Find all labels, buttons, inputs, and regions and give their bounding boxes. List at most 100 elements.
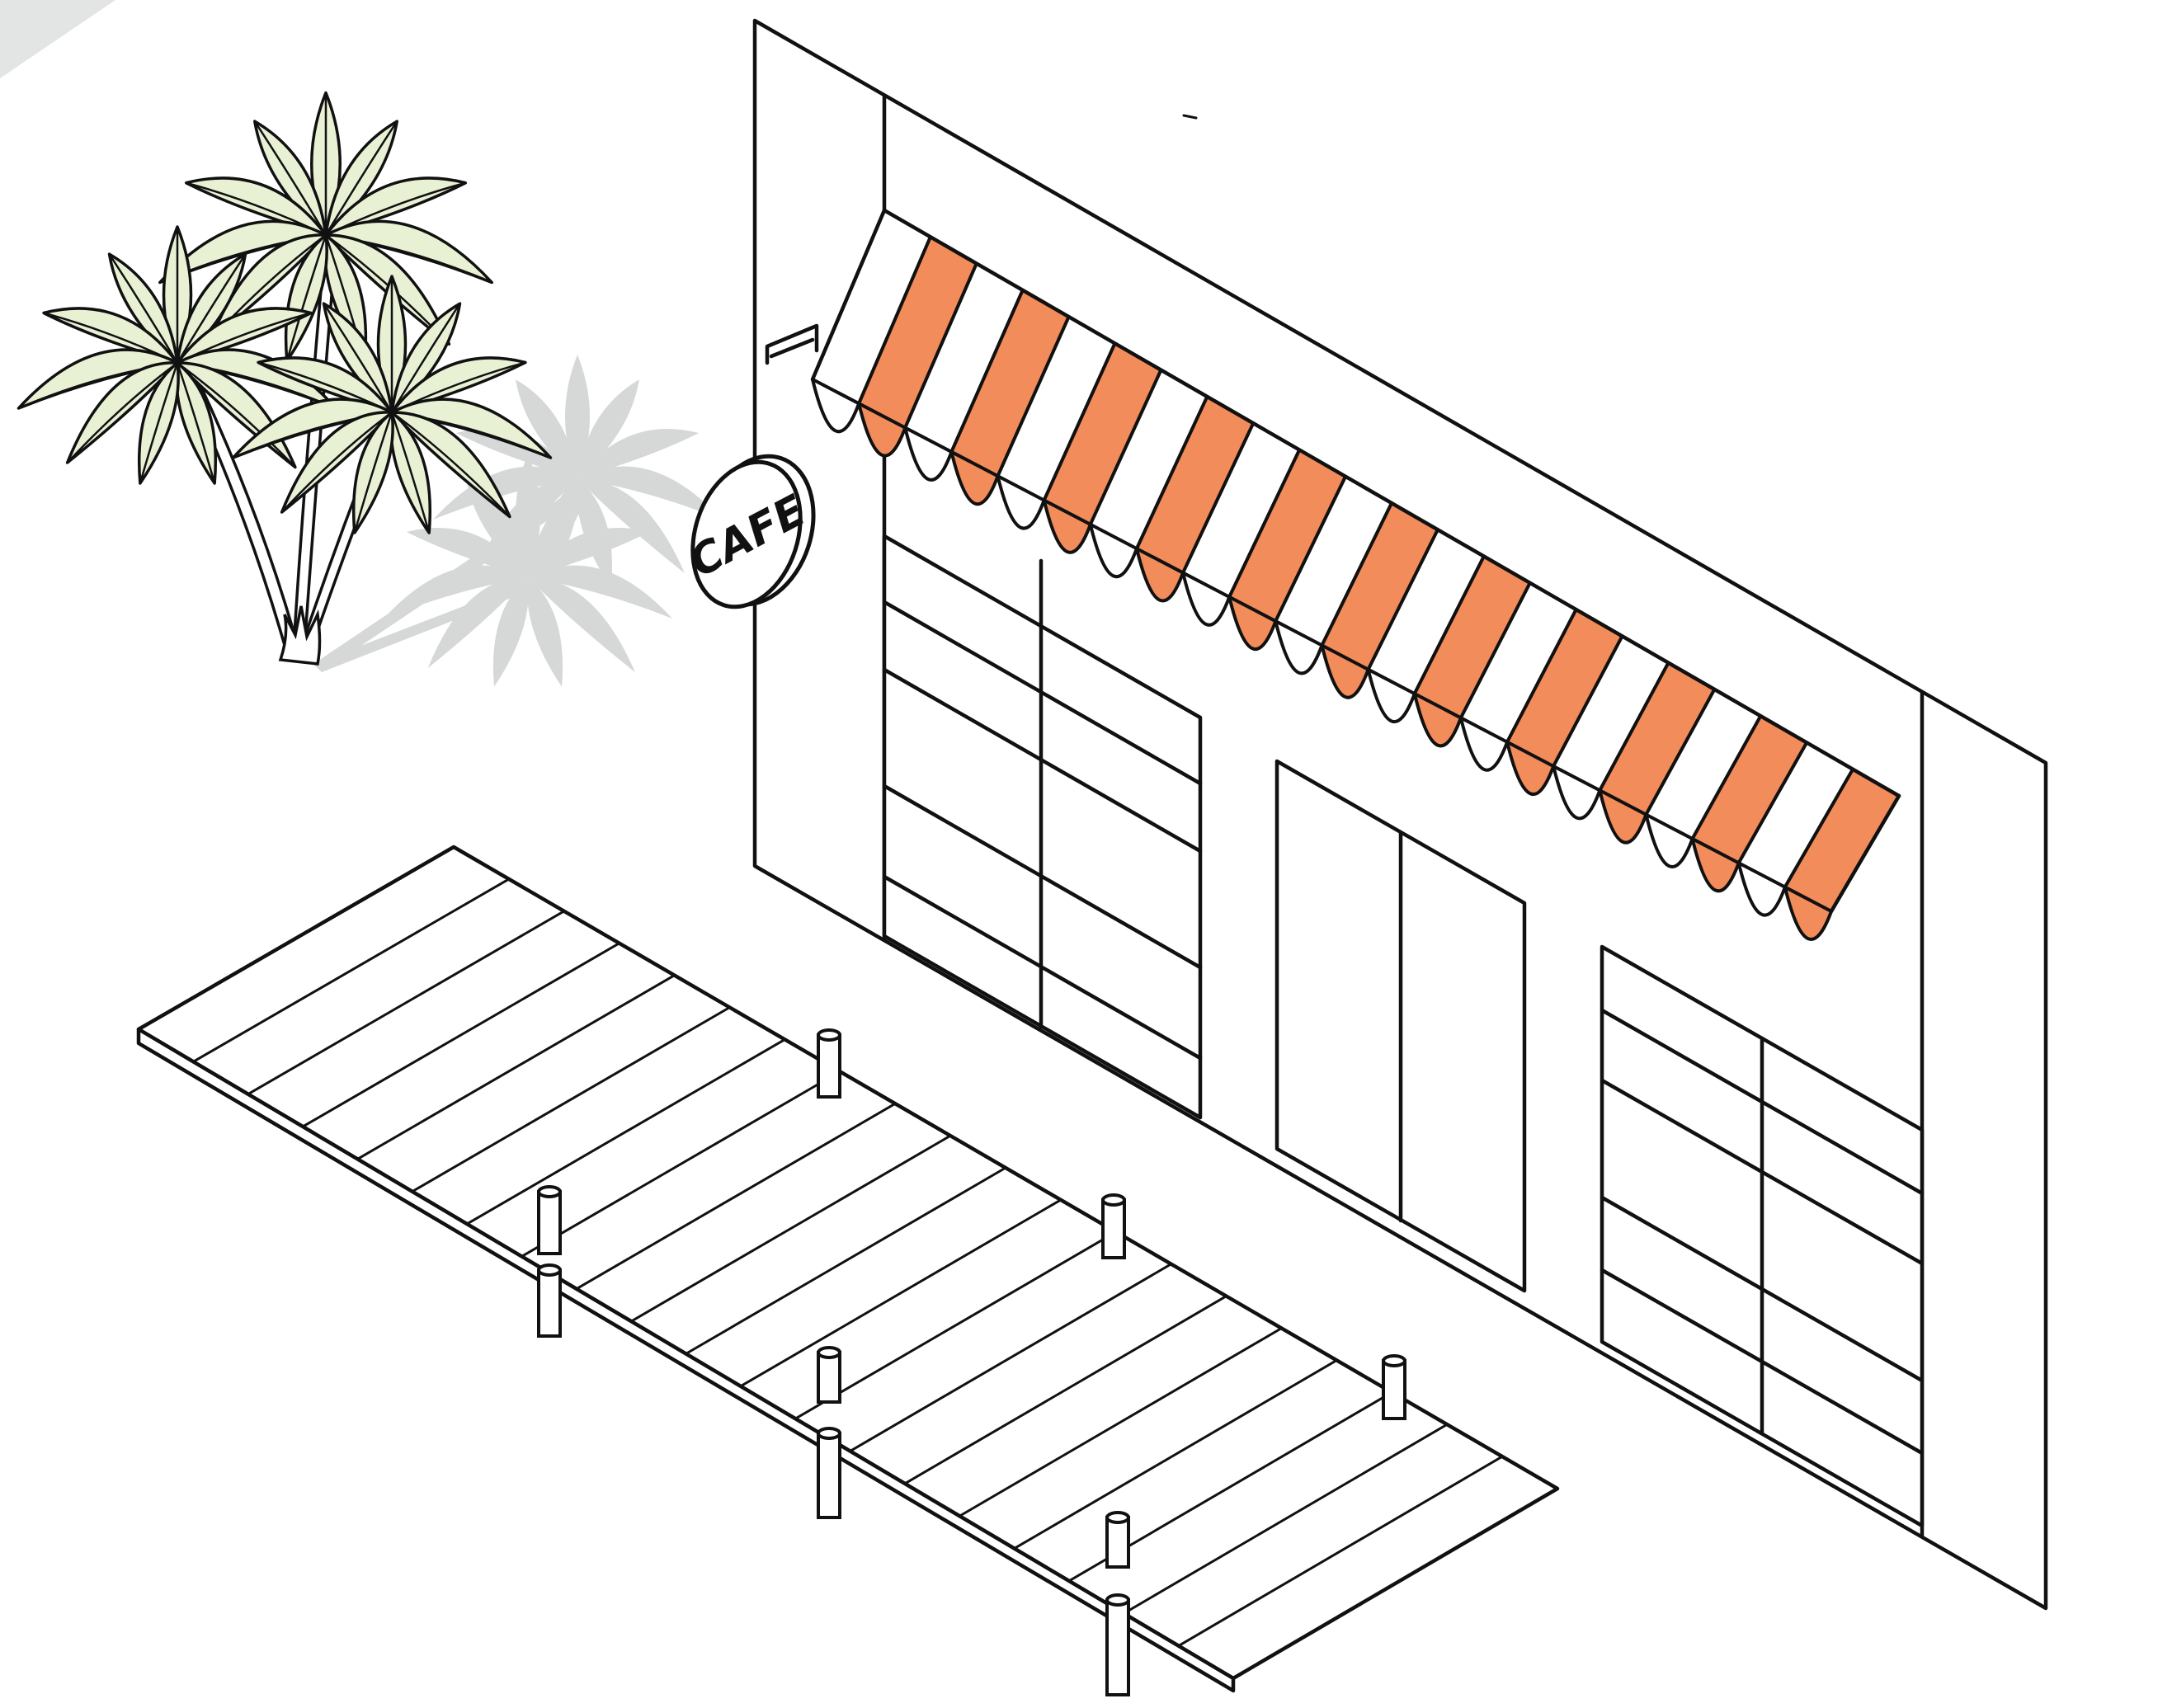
awning-scallop [1227,595,1278,651]
bench-plank-line [959,1327,1283,1517]
palm-leaf [528,478,590,577]
bench-leg [817,1432,841,1519]
palm-leaf [528,527,650,577]
bench-plank-line [302,942,620,1128]
wooden-deck-bench-icon [136,845,1560,1696]
bench-plank-line [740,1198,1062,1388]
palm-leaf-rib [280,411,393,513]
palm-leaf [565,355,590,478]
bench-leg-cap [1101,1193,1126,1207]
palm-leaf [577,478,685,573]
palm-leaf [516,454,540,577]
palm-leaf [577,428,700,478]
awning-scallop [1644,812,1694,868]
palm-leaf-rib [253,120,327,236]
bench-leg-cap [817,1427,841,1440]
bench-leg-cap [817,1028,841,1042]
bench-leg [537,1268,562,1338]
palm-trunk-shadow [313,487,586,672]
bench-leg [817,1351,841,1404]
bench-leg-cap [1105,1593,1130,1607]
palm-leaf-rib [323,303,393,413]
awning-scallop [949,449,1000,506]
bench-leg [1105,1598,1130,1696]
corner-shadow [0,0,115,78]
bench-leg-cap [1105,1511,1130,1524]
palm-leaf-rib [108,253,179,364]
palm-leaf-rib [285,234,327,362]
palm-leaf [384,565,528,619]
palm-leaf [577,379,639,478]
palm-leaf-rib [324,120,398,236]
bench-plank-line [904,1295,1227,1485]
palm-leaf [492,577,530,687]
palm-leaf-rib [176,253,247,364]
bench-leg-cap [817,1346,841,1359]
bench-plank-line [576,1102,896,1291]
palm-leaf [516,379,577,478]
striped-awning-icon [810,208,1901,941]
palm-base [278,605,322,666]
awning-scallop [811,378,861,434]
palm-leaf [528,576,635,672]
palm-leaf [466,478,528,577]
palm-leaf [526,577,563,687]
bench-leg-cap [1382,1354,1406,1367]
bench-leg [537,1190,562,1255]
palm-leaf [577,466,722,520]
bench-plank-line [849,1263,1172,1452]
bench-leg-cap [537,1263,562,1277]
palm-leaf-rib [353,412,393,534]
bench-plank-line [192,878,510,1063]
palm-leaf-rib [390,303,461,413]
bench-plank-line [1177,1455,1503,1647]
palm-leaf-rib [176,362,216,484]
palm-leaf-rib [139,362,179,484]
awning-scallop [1736,861,1787,917]
palm-leaf [406,527,528,577]
palm-leaf-rib [66,361,178,463]
awning-scallop [1552,765,1602,821]
palm-trunk-shadow [313,581,532,672]
bench-plank-line [1123,1423,1448,1615]
bench-leg [817,1033,841,1099]
palm-leaf [528,565,672,619]
bench-plank-line [630,1134,951,1323]
awning-scallop [1088,522,1138,578]
round-cafe-sign-icon: CAFE [681,323,819,609]
awning-scallop [857,402,907,458]
palm-tree-icon [16,91,553,666]
bench-leg [1382,1359,1406,1420]
bench-plank-line [466,1038,786,1226]
palm-shadow-icon [313,355,722,687]
awning-scallop [996,474,1046,530]
bench-plank-line [356,974,676,1160]
bench-leg-cap [537,1185,562,1198]
awning-scallop [1598,788,1648,845]
awning-scallop [1134,547,1185,603]
bench-plank-line [521,1070,841,1258]
palm-leaf [433,466,577,520]
bench-front-edge [136,1027,1236,1693]
bench-plank-line [411,1006,731,1193]
awning-scallop [1181,571,1232,627]
awning-scallop [1458,716,1510,772]
awning-scallop [1783,885,1833,941]
palm-leaf-rib [390,412,431,534]
awning-scallop [1274,619,1324,675]
bench-plank-line [1013,1359,1338,1550]
palm-leaf-rib [391,411,511,518]
awning-scallop [1320,643,1370,699]
awning-scallop [1505,740,1556,796]
bench-leg [1101,1198,1126,1259]
awning-scallop [1366,667,1416,723]
awning-scallop [1690,837,1741,893]
awning-scallop [1042,498,1092,554]
awning-scallop [1412,692,1463,748]
palm-leaf [455,428,577,478]
bench-plank-line [685,1166,1006,1355]
bench-leg [1105,1516,1130,1569]
bench-plank-line [247,910,565,1095]
bench-plank-line [794,1230,1117,1420]
